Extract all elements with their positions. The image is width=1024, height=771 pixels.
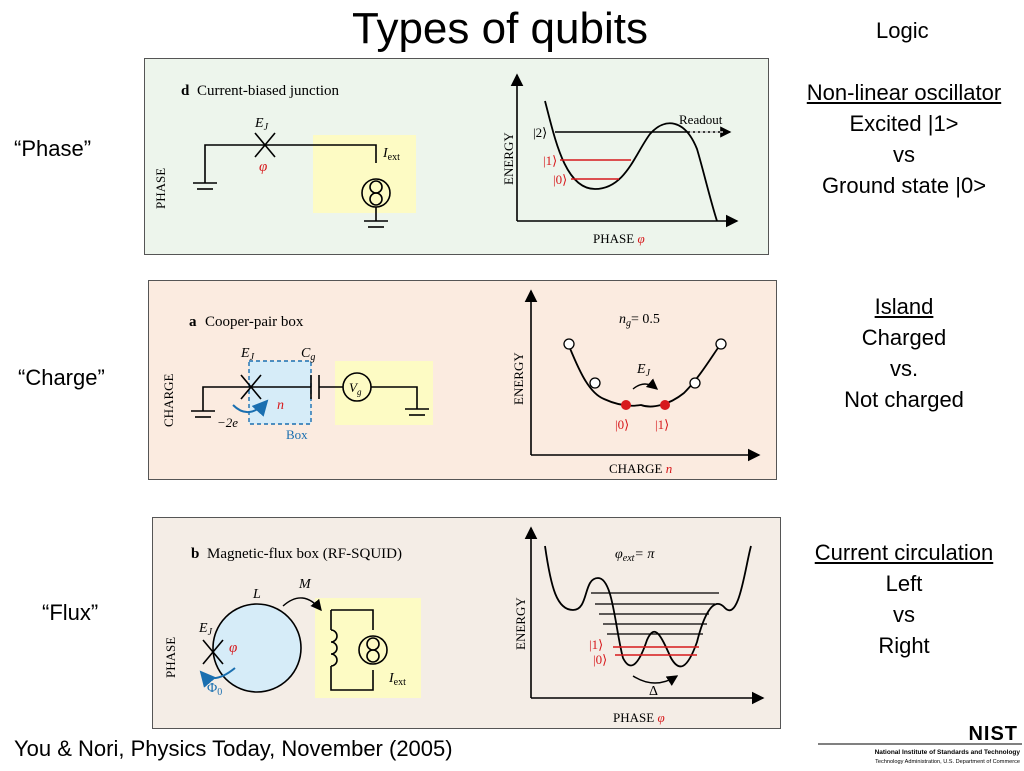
level-0: |0⟩ (553, 172, 567, 187)
charge-2e-label: −2e (217, 415, 238, 430)
nist-logo: NIST National Institute of Standards and… (818, 722, 1022, 766)
l-label: L (252, 587, 261, 602)
delta-label: Δ (649, 684, 658, 699)
flux-energy-plot (524, 526, 765, 705)
x-axis-label: CHARGE n (609, 461, 672, 476)
panel-title-cooper-pair-box: Cooper-pair box (205, 314, 304, 330)
phi-label: φ (229, 640, 237, 656)
logic-header: Logic (876, 18, 929, 43)
circuit-axis-label: PHASE (163, 637, 178, 678)
panel-title-current-biased: Current-biased junction (197, 83, 340, 99)
citation: You & Nori, Physics Today, November (200… (14, 736, 453, 761)
logic-line: Excited |1> (849, 111, 959, 136)
phiext-label: φext= π (615, 547, 655, 564)
ej-label: EJ (254, 116, 269, 133)
nist-line1: National Institute of Standards and Tech… (875, 749, 1021, 756)
charge-energy-plot (524, 289, 761, 462)
flux-arrow (199, 667, 236, 688)
level-1: |1⟩ (543, 153, 557, 168)
logic-heading: Non-linear oscillator (806, 80, 1002, 105)
panel-title-flux-box: Magnetic-flux box (RF-SQUID) (207, 546, 402, 562)
panel-letter-b: b (191, 546, 199, 562)
logic-charge: Island Charged vs. Not charged (784, 291, 1024, 415)
panel-letter-d: d (181, 83, 190, 99)
logic-line: Charged (861, 325, 947, 350)
logic-line: vs. (889, 356, 919, 381)
level-1: |1⟩ (589, 637, 603, 652)
slide-title: Types of qubits (352, 4, 648, 53)
circuit-axis-label: CHARGE (161, 373, 176, 427)
logic-line: Not charged (844, 387, 964, 412)
readout-label: Readout (679, 112, 723, 127)
row-label-flux: “Flux” (42, 600, 99, 625)
phase-energy-plot (510, 73, 739, 228)
level-0: |0⟩ (615, 417, 629, 432)
n-label: n (277, 398, 284, 413)
x-axis-label: PHASE φ (613, 710, 665, 725)
phase-qubit-panel: d Current-biased junction PHASE EJ φ Iex… (144, 58, 769, 255)
logic-line: Left (885, 571, 923, 596)
flux-qubit-panel: b Magnetic-flux box (RF-SQUID) PHASE L M… (152, 517, 781, 729)
mutual-inductance-arrow (282, 597, 322, 612)
panel-letter-a: a (189, 314, 197, 330)
energy-axis-label: ENERGY (501, 132, 516, 185)
logic-line: Ground state |0> (821, 173, 987, 198)
logic-line: vs (893, 142, 915, 167)
logic-flux: Current circulation Left vs Right (784, 537, 1024, 661)
ej-graph-label: EJ (636, 362, 651, 379)
logic-line: Right (878, 633, 930, 658)
level-2: |2⟩ (533, 125, 547, 140)
cooper-pair-circuit (191, 372, 429, 418)
row-label-charge: “Charge” (18, 365, 105, 390)
logic-heading: Island (874, 294, 934, 319)
tunneling-arrow (232, 399, 269, 417)
iext-label: Iext (382, 146, 400, 163)
charge-qubit-panel: a Cooper-pair box CHARGE EJ Cg Vg n −2e … (148, 280, 777, 480)
x-axis-label: PHASE φ (593, 231, 645, 246)
ej-label: EJ (240, 346, 255, 363)
energy-axis-label: ENERGY (513, 597, 528, 650)
level-1: |1⟩ (655, 417, 669, 432)
logic-line: vs (893, 602, 915, 627)
squid-loop (212, 603, 302, 693)
energy-axis-label: ENERGY (511, 352, 526, 405)
m-label: M (298, 577, 312, 592)
vg-label: Vg (349, 380, 362, 397)
ng-label: ng= 0.5 (619, 312, 660, 329)
junction-circuit (193, 132, 391, 228)
nist-line2: Technology Administration, U.S. Departme… (875, 759, 1020, 765)
row-label-phase: “Phase” (14, 136, 92, 161)
ej-label: EJ (198, 621, 213, 638)
iext-label: Iext (388, 671, 406, 688)
box-label: Box (286, 427, 308, 442)
phi-label: φ (259, 159, 267, 175)
level-0: |0⟩ (593, 652, 607, 667)
cg-label: Cg (301, 346, 315, 363)
circuit-axis-label: PHASE (153, 168, 168, 209)
flux-circuit (202, 609, 388, 691)
phi0-label: Φ0 (207, 681, 222, 698)
logic-heading: Current circulation (814, 540, 994, 565)
box-island (248, 360, 312, 425)
logic-phase: Non-linear oscillator Excited |1> vs Gro… (784, 77, 1024, 201)
nist-wordmark: NIST (968, 723, 1018, 745)
